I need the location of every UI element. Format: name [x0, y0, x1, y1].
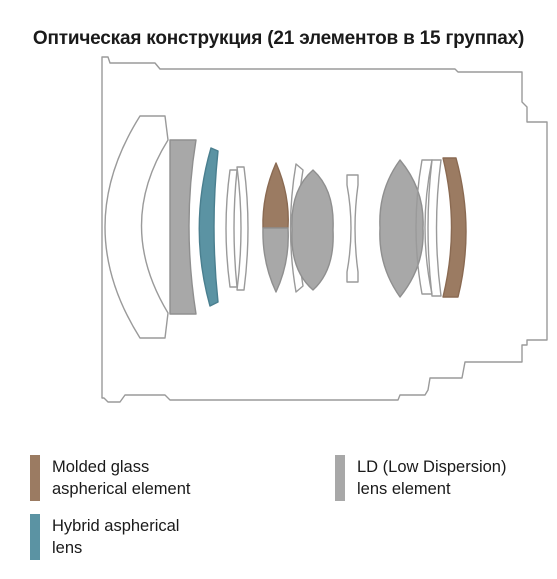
lens-molded-aspherical	[262, 162, 289, 229]
legend-label-ld: LD (Low Dispersion) lens element	[357, 458, 507, 498]
lens-barrel-outline	[101, 56, 548, 403]
lens-ld-element-3	[291, 169, 334, 291]
lens-biconcave-small	[346, 174, 359, 283]
lens-meniscus-2	[236, 166, 249, 291]
legend-hybrid: Hybrid aspherical lens	[30, 514, 179, 560]
legend-label-molded: Molded glass aspherical element	[52, 458, 191, 498]
legend-molded-glass: Molded glass aspherical element	[30, 455, 191, 501]
legend-swatch-hybrid	[30, 514, 40, 560]
legend-swatch-ld	[335, 455, 345, 501]
lens-meniscus-5	[427, 159, 442, 297]
lens-molded-aspherical-rear	[442, 157, 467, 298]
lens-front-element	[104, 115, 169, 339]
lens-hybrid-aspherical	[198, 147, 219, 307]
diagram-title: Оптическая конструкция (21 элементов в 1…	[32, 28, 525, 49]
lens-construction-diagram	[101, 56, 548, 403]
legend-label-hybrid: Hybrid aspherical lens	[52, 517, 180, 557]
lens-meniscus-1	[225, 169, 238, 288]
lens-ld-element-2	[262, 227, 289, 293]
lens-ld-element-4	[379, 159, 424, 298]
legend-swatch-molded	[30, 455, 40, 501]
lens-ld-element-1	[169, 139, 197, 315]
legend-ld: LD (Low Dispersion) lens element	[335, 455, 506, 501]
